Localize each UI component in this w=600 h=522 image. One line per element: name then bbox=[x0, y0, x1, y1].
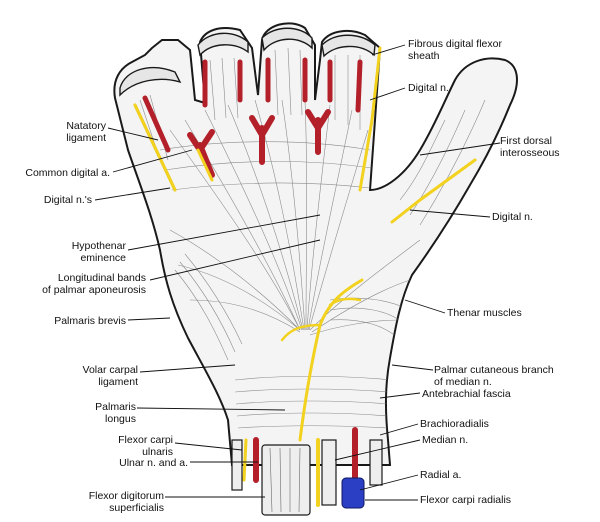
label-radial-a: Radial a. bbox=[420, 469, 462, 481]
label-brachioradialis: Brachioradialis bbox=[420, 418, 489, 430]
label-digital-n-top: Digital n. bbox=[408, 82, 449, 94]
label-hypothenar-eminence: Hypothenar eminence bbox=[71, 240, 126, 264]
leader-lines bbox=[94, 44, 501, 501]
label-fibrous-digital-flexor-sheath: Fibrous digital flexor sheath bbox=[408, 38, 502, 62]
label-median-n: Median n. bbox=[422, 434, 469, 446]
label-palmaris-brevis: Palmaris brevis bbox=[54, 315, 126, 327]
label-flexor-digitorum-superficialis: Flexor digitorum superficialis bbox=[88, 490, 164, 514]
fascia-fibers bbox=[139, 47, 486, 429]
label-thenar-muscles: Thenar muscles bbox=[447, 307, 522, 319]
label-flexor-carpi-radialis: Flexor carpi radialis bbox=[420, 494, 512, 506]
label-ulnar-n-and-a: Ulnar n. and a. bbox=[119, 457, 188, 469]
label-longitudinal-bands: Longitudinal bands of palmar aponeurosis bbox=[42, 272, 146, 296]
label-digital-ns: Digital n.'s bbox=[43, 194, 92, 206]
label-natatory-ligament: Natatory ligament bbox=[66, 120, 106, 144]
fibrous-digital-sheaths bbox=[119, 27, 376, 97]
label-flexor-carpi-ulnaris: Flexor carpi ulnaris bbox=[118, 434, 173, 458]
label-volar-carpal-ligament: Volar carpal ligament bbox=[82, 364, 138, 388]
label-antebrachial-fascia: Antebrachial fascia bbox=[422, 388, 511, 400]
label-first-dorsal-interosseous: First dorsal interosseous bbox=[500, 135, 560, 159]
label-digital-n-right: Digital n. bbox=[492, 211, 533, 223]
label-palmar-cutaneous-branch: Palmar cutaneous branch of median n. bbox=[434, 364, 554, 388]
forearm-tendons bbox=[231, 439, 383, 516]
radial-artery-highlight bbox=[341, 477, 365, 509]
label-common-digital-a: Common digital a. bbox=[25, 167, 110, 179]
nerves bbox=[133, 46, 477, 507]
label-palmaris-longus: Palmaris longus bbox=[95, 401, 136, 425]
